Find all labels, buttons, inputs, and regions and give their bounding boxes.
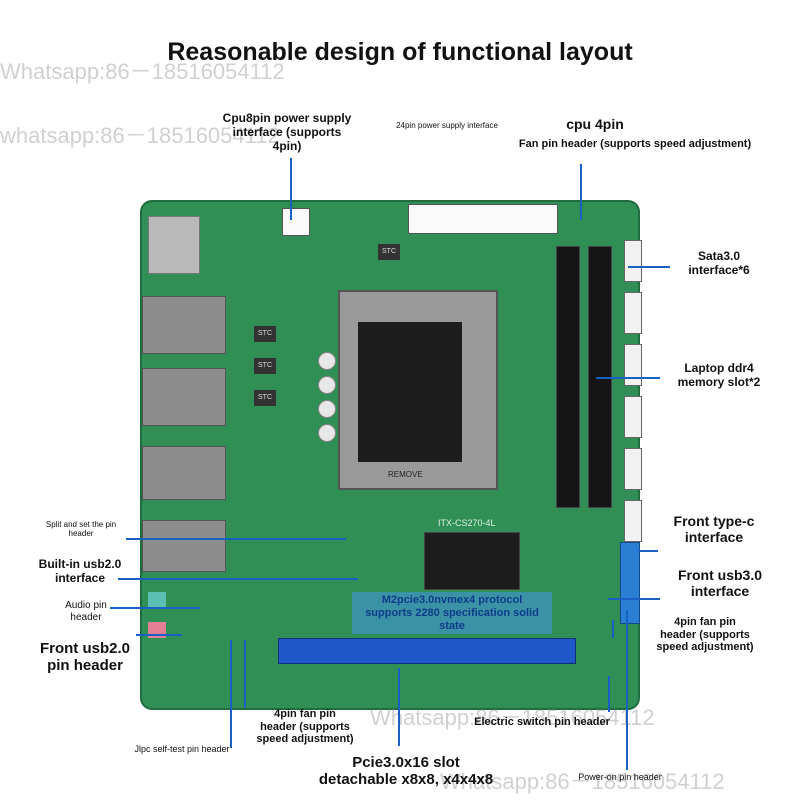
sata-port bbox=[624, 344, 642, 386]
cpu-cover-label: REMOVE bbox=[388, 470, 423, 479]
pointer-line bbox=[230, 640, 232, 748]
sata-port bbox=[624, 500, 642, 542]
pointer-line bbox=[136, 634, 182, 636]
sata-port bbox=[624, 240, 642, 282]
label-fan4pin-right: 4pin fan pin header (supports speed adju… bbox=[656, 616, 754, 654]
sata-port bbox=[624, 448, 642, 490]
label-fan4pin-bottom: 4pin fan pin header (supports speed adju… bbox=[256, 708, 354, 746]
capacitor bbox=[318, 376, 336, 394]
cpu-8pin-connector bbox=[282, 208, 310, 236]
label-usb20-builtin: Built-in usb2.0 interface bbox=[38, 557, 122, 585]
io-port-lan-1 bbox=[142, 296, 226, 354]
pcie-slot bbox=[278, 638, 576, 664]
chipset-heatsink bbox=[424, 532, 520, 590]
capacitor bbox=[318, 424, 336, 442]
cpu-socket-cover bbox=[358, 322, 462, 462]
m2-slot-label: M2pcie3.0nvmex4 protocol supports 2280 s… bbox=[352, 592, 552, 634]
pointer-line bbox=[596, 377, 660, 379]
pointer-line bbox=[626, 610, 628, 770]
pointer-line bbox=[126, 538, 346, 540]
label-audio: Audio pin header bbox=[65, 600, 107, 623]
pointer-line bbox=[612, 620, 614, 638]
label-cpu8pin: Cpu8pin power supply interface (supports… bbox=[222, 111, 352, 153]
pointer-line bbox=[608, 676, 610, 712]
label-split: Split and set the pin header bbox=[45, 520, 117, 539]
watermark-1: Whatsapp:86－18516054112 bbox=[0, 59, 285, 84]
label-usb30-front: Front usb3.0 interface bbox=[677, 567, 762, 600]
io-port-lan-4 bbox=[142, 520, 226, 572]
label-24pin: 24pin power supply interface bbox=[396, 121, 498, 130]
capacitor bbox=[318, 400, 336, 418]
label-typec: Front type-c interface bbox=[673, 513, 755, 546]
pointer-line bbox=[290, 158, 292, 220]
io-port-lan-3 bbox=[142, 446, 226, 500]
label-jlpc: Jlpc self-test pin header bbox=[134, 744, 230, 754]
label-sata: Sata3.0 interface*6 bbox=[688, 249, 750, 277]
label-cpu4pin-title: cpu 4pin bbox=[566, 116, 624, 132]
label-usb20-front: Front usb2.0 pin header bbox=[39, 640, 130, 675]
label-electric-switch: Electric switch pin header bbox=[474, 716, 610, 728]
capacitor bbox=[318, 352, 336, 370]
sata-port bbox=[624, 292, 642, 334]
pointer-line bbox=[628, 266, 670, 268]
watermark-3: Whatsapp:86－18516054112 bbox=[370, 705, 655, 730]
vrm-chip: STC bbox=[254, 358, 276, 374]
board-model-silkscreen: ITX-CS270-4L bbox=[438, 518, 496, 528]
cpu-socket: REMOVE bbox=[338, 290, 498, 490]
vrm-chip: STC bbox=[378, 244, 400, 260]
motherboard-board: STC STC STC STC REMOVE ITX-CS270-4L bbox=[140, 200, 642, 710]
vrm-chip: STC bbox=[254, 326, 276, 342]
label-ddr4: Laptop ddr4 memory slot*2 bbox=[677, 361, 761, 389]
label-power-on: Power-on pin header bbox=[578, 772, 662, 782]
label-cpu4pin-sub: Fan pin header (supports speed adjustmen… bbox=[518, 138, 752, 150]
pointer-line bbox=[638, 550, 658, 552]
page-title: Reasonable design of functional layout bbox=[167, 38, 633, 66]
vrm-chip: STC bbox=[254, 390, 276, 406]
atx-24pin-connector bbox=[408, 204, 558, 234]
watermark-2: whatsapp:86－18516054112 bbox=[0, 123, 280, 148]
io-port-lan-2 bbox=[142, 368, 226, 426]
label-pcie: Pcie3.0x16 slot detachable x8x8, x4x4x8 bbox=[318, 754, 494, 789]
audio-jack-teal bbox=[148, 592, 166, 608]
front-usb-header bbox=[620, 542, 640, 624]
watermark-4: Whatsapp:86－18516054112 bbox=[440, 769, 725, 794]
pointer-line bbox=[608, 598, 660, 600]
ram-slot-1 bbox=[556, 246, 580, 508]
pointer-line bbox=[580, 164, 582, 220]
pointer-line bbox=[398, 668, 400, 746]
pointer-line bbox=[118, 578, 358, 580]
io-port-usb bbox=[148, 216, 200, 274]
sata-port bbox=[624, 396, 642, 438]
pointer-line bbox=[110, 607, 200, 609]
pointer-line bbox=[244, 640, 246, 708]
